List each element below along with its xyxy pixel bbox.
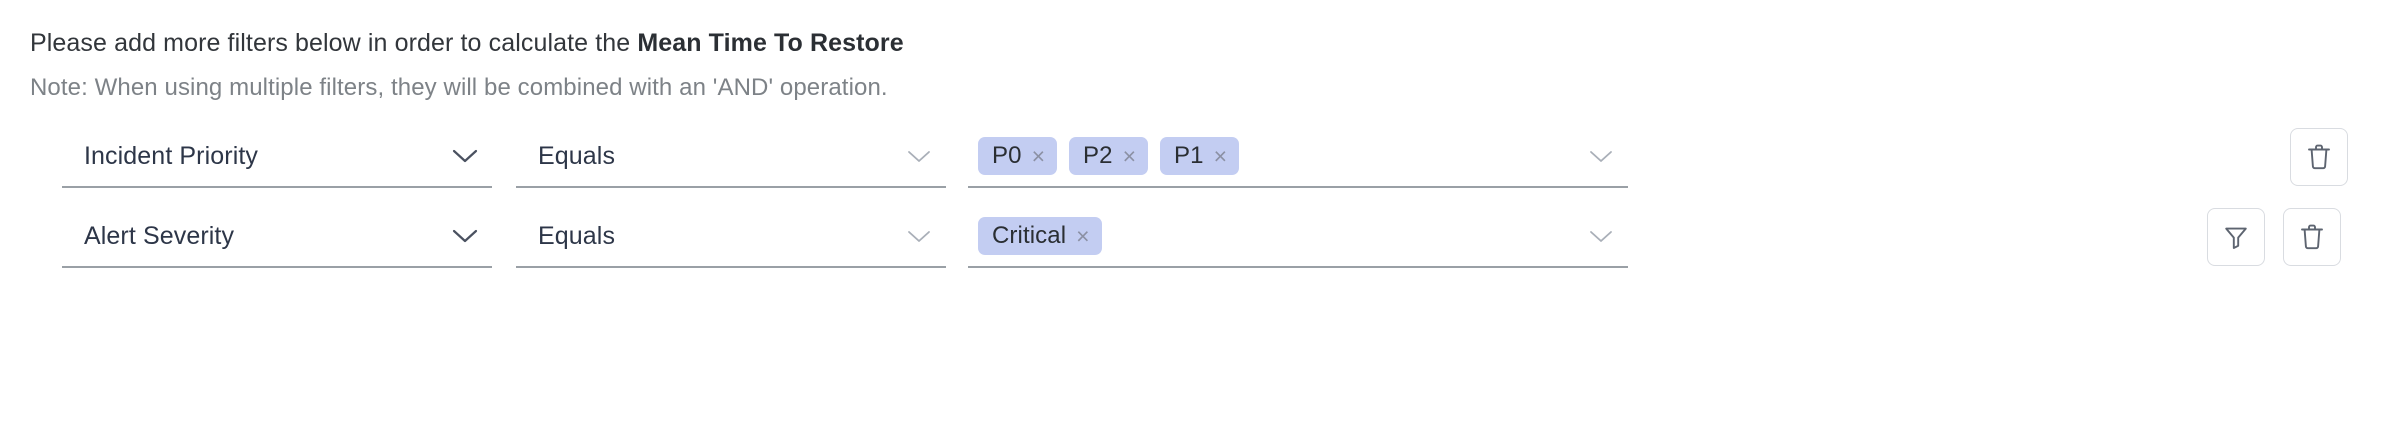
filter-value-chips: P0 × P2 × P1 × xyxy=(978,137,1580,175)
filter-operator-value: Equals xyxy=(538,141,616,170)
value-chip[interactable]: Critical × xyxy=(978,217,1102,255)
filter-operator-select[interactable]: Equals xyxy=(516,206,946,268)
close-icon[interactable]: × xyxy=(1213,142,1227,169)
page-title-metric: Mean Time To Restore xyxy=(637,29,904,57)
filter-icon xyxy=(2225,227,2247,249)
trash-icon xyxy=(2301,224,2323,250)
close-icon[interactable]: × xyxy=(1076,222,1090,249)
value-chip-label: P2 xyxy=(1083,142,1113,169)
filter-row: Incident Priority Equals P0 × xyxy=(0,126,2408,206)
value-chip-label: Critical xyxy=(992,222,1067,249)
filter-row-actions xyxy=(2207,208,2341,266)
filter-values-select[interactable]: P0 × P2 × P1 × xyxy=(968,126,1628,188)
filter-subject-value: Alert Severity xyxy=(84,221,235,250)
page-title-prefix: Please add more filters below in order t… xyxy=(30,29,638,57)
value-chip-label: P1 xyxy=(1174,142,1204,169)
filter-subject-value: Incident Priority xyxy=(84,141,258,170)
add-filter-button[interactable] xyxy=(2207,208,2265,266)
delete-filter-button[interactable] xyxy=(2283,208,2341,266)
value-chip[interactable]: P1 × xyxy=(1160,137,1239,175)
delete-filter-button[interactable] xyxy=(2290,128,2348,186)
chevron-down-icon xyxy=(452,148,478,164)
filter-row: Alert Severity Equals Critical × xyxy=(0,206,2408,286)
filter-row-actions xyxy=(2290,128,2348,186)
chevron-down-icon xyxy=(1588,228,1614,244)
page-title: Please add more filters below in order t… xyxy=(30,28,2408,58)
filter-values-select[interactable]: Critical × xyxy=(968,206,1628,268)
filter-rows: Incident Priority Equals P0 × xyxy=(0,126,2408,286)
filter-value-chips: Critical × xyxy=(978,217,1580,255)
value-chip[interactable]: P0 × xyxy=(978,137,1057,175)
chevron-down-icon xyxy=(1588,148,1614,164)
close-icon[interactable]: × xyxy=(1122,142,1136,169)
close-icon[interactable]: × xyxy=(1031,142,1045,169)
chevron-down-icon xyxy=(906,148,932,164)
filter-operator-value: Equals xyxy=(538,221,616,250)
value-chip[interactable]: P2 × xyxy=(1069,137,1148,175)
filter-operator-select[interactable]: Equals xyxy=(516,126,946,188)
filter-note: Note: When using multiple filters, they … xyxy=(30,74,888,101)
filter-subject-select[interactable]: Incident Priority xyxy=(62,126,492,188)
filter-subject-select[interactable]: Alert Severity xyxy=(62,206,492,268)
trash-icon xyxy=(2308,144,2330,170)
chevron-down-icon xyxy=(906,228,932,244)
chevron-down-icon xyxy=(452,228,478,244)
value-chip-label: P0 xyxy=(992,142,1022,169)
